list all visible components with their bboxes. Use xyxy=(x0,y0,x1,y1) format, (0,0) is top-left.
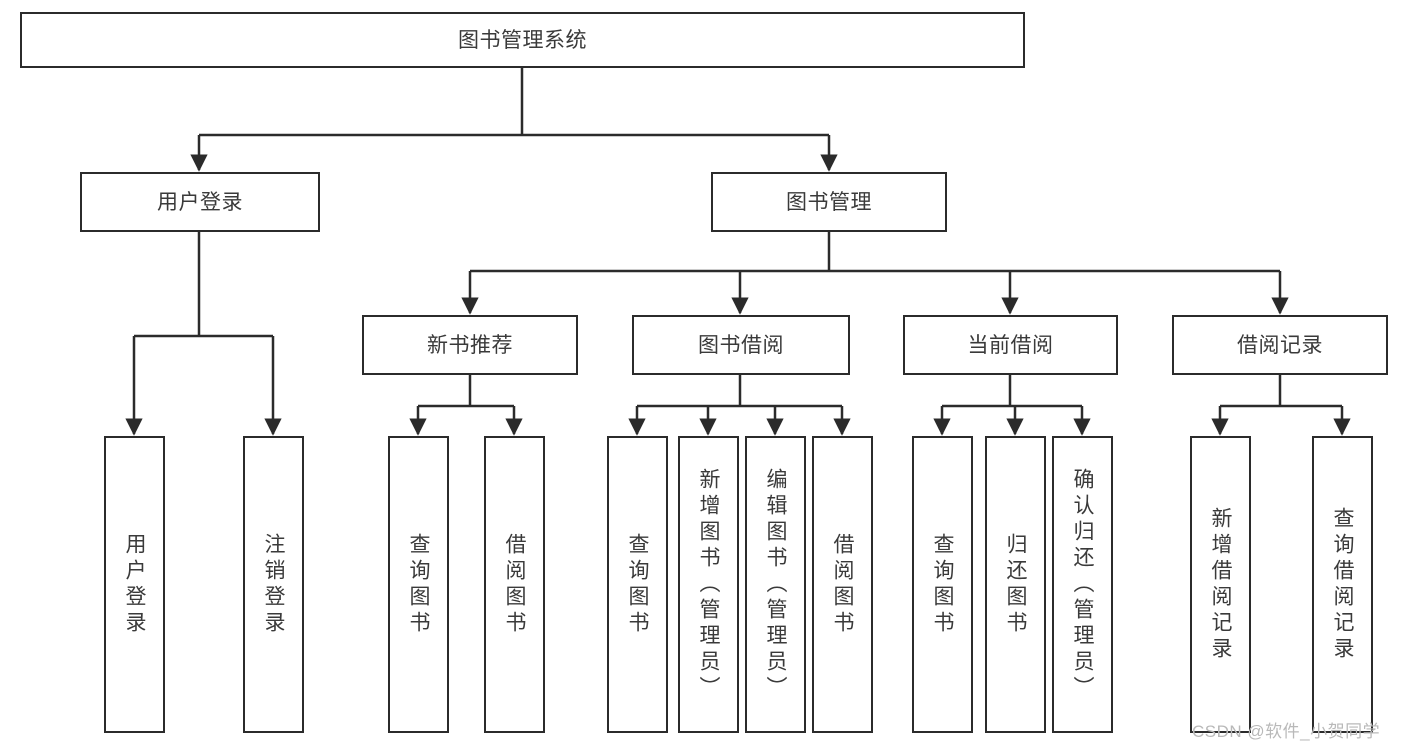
node-leaf-query-book-1-label: 查询图书 xyxy=(407,532,430,637)
node-root-label: 图书管理系统 xyxy=(458,28,587,52)
node-book-management-label: 图书管理 xyxy=(786,190,872,214)
node-leaf-borrow-book-1-label: 借阅图书 xyxy=(503,532,526,637)
node-book-borrow-label: 图书借阅 xyxy=(698,333,784,357)
node-leaf-add-book-label: 新增图书（管理员） xyxy=(697,467,720,702)
node-leaf-add-record-label: 新增借阅记录 xyxy=(1209,506,1232,663)
node-current-borrow[interactable]: 当前借阅 xyxy=(903,315,1118,375)
node-leaf-query-book-1[interactable]: 查询图书 xyxy=(388,436,449,733)
node-leaf-logout[interactable]: 注销登录 xyxy=(243,436,304,733)
node-leaf-edit-book-label: 编辑图书（管理员） xyxy=(764,467,787,702)
node-leaf-query-record-label: 查询借阅记录 xyxy=(1331,506,1354,663)
node-leaf-borrow-book-2[interactable]: 借阅图书 xyxy=(812,436,873,733)
csdn-watermark: CSDN @软件_小贺同学 xyxy=(1192,722,1381,741)
node-leaf-return-book[interactable]: 归还图书 xyxy=(985,436,1046,733)
node-borrow-record-label: 借阅记录 xyxy=(1237,333,1323,357)
node-leaf-query-book-3-label: 查询图书 xyxy=(931,532,954,637)
node-current-borrow-label: 当前借阅 xyxy=(967,333,1054,357)
node-leaf-query-record[interactable]: 查询借阅记录 xyxy=(1312,436,1373,733)
node-leaf-user-login-label: 用户登录 xyxy=(123,532,146,637)
node-leaf-edit-book[interactable]: 编辑图书（管理员） xyxy=(745,436,806,733)
node-new-book-recommend[interactable]: 新书推荐 xyxy=(362,315,578,375)
node-leaf-borrow-book-2-label: 借阅图书 xyxy=(831,532,854,637)
node-borrow-record[interactable]: 借阅记录 xyxy=(1172,315,1388,375)
node-leaf-user-login[interactable]: 用户登录 xyxy=(104,436,165,733)
node-user-login[interactable]: 用户登录 xyxy=(80,172,320,232)
node-leaf-query-book-2-label: 查询图书 xyxy=(626,532,649,637)
node-book-management[interactable]: 图书管理 xyxy=(711,172,947,232)
node-leaf-logout-label: 注销登录 xyxy=(262,532,285,637)
node-leaf-add-record[interactable]: 新增借阅记录 xyxy=(1190,436,1251,733)
node-leaf-confirm-return[interactable]: 确认归还（管理员） xyxy=(1052,436,1113,733)
node-leaf-query-book-3[interactable]: 查询图书 xyxy=(912,436,973,733)
node-leaf-query-book-2[interactable]: 查询图书 xyxy=(607,436,668,733)
node-book-borrow[interactable]: 图书借阅 xyxy=(632,315,850,375)
node-user-login-label: 用户登录 xyxy=(157,190,243,214)
node-root[interactable]: 图书管理系统 xyxy=(20,12,1025,68)
node-leaf-return-book-label: 归还图书 xyxy=(1004,532,1027,637)
node-leaf-borrow-book-1[interactable]: 借阅图书 xyxy=(484,436,545,733)
node-new-book-recommend-label: 新书推荐 xyxy=(427,333,513,357)
node-leaf-add-book[interactable]: 新增图书（管理员） xyxy=(678,436,739,733)
node-leaf-confirm-return-label: 确认归还（管理员） xyxy=(1071,467,1094,702)
